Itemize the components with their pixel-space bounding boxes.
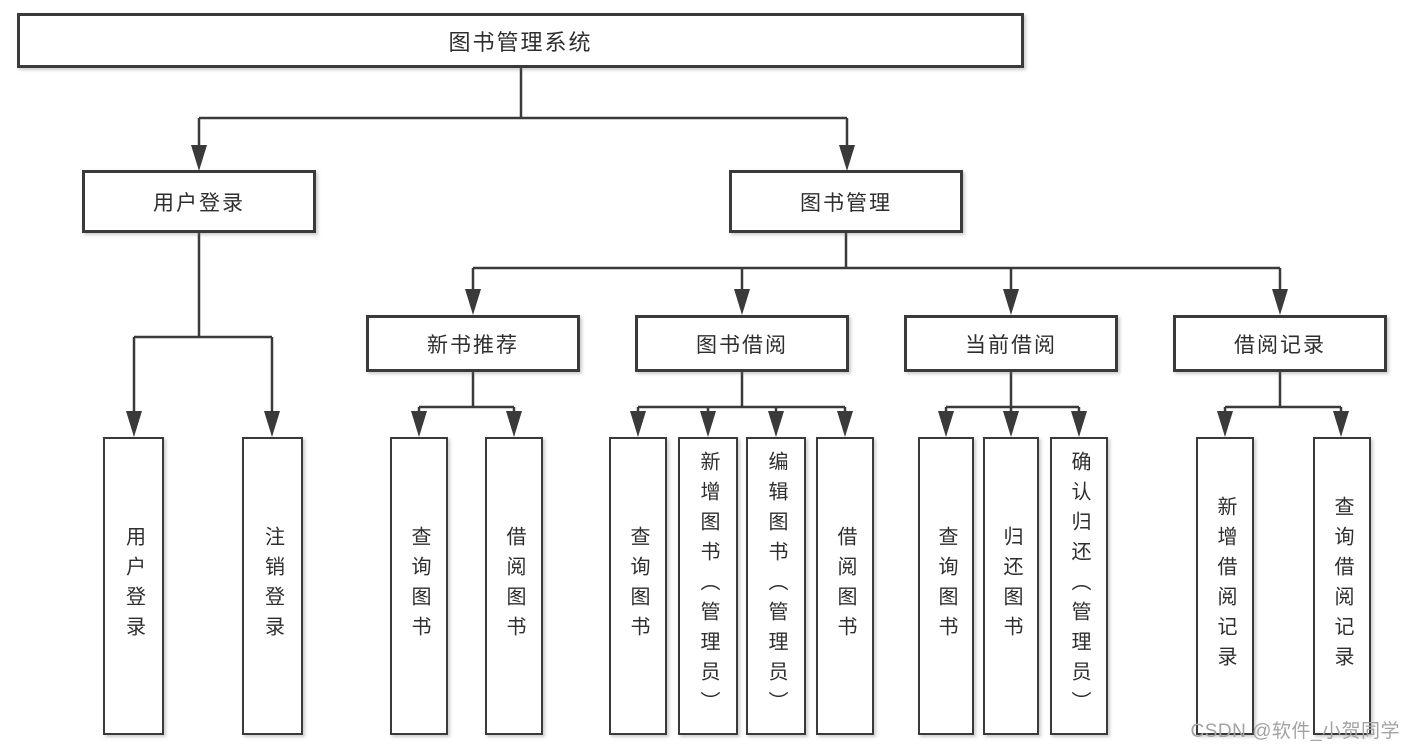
connector-book-borrow-to-leaves bbox=[636, 372, 847, 413]
connector-current-borrow-to-leaves bbox=[944, 372, 1081, 413]
arrowheads bbox=[126, 145, 1349, 437]
node-label: 查询图书 bbox=[935, 526, 957, 646]
node-leaf-logout: 注销登录 bbox=[242, 437, 303, 735]
node-current-borrowing: 当前借阅 bbox=[904, 315, 1118, 372]
connector-book-management-to-level3 bbox=[471, 233, 1282, 291]
arrowhead bbox=[938, 411, 954, 437]
node-label: 图书借阅 bbox=[696, 333, 788, 357]
node-label: 借阅图书 bbox=[503, 526, 525, 646]
connector-lines bbox=[132, 68, 1343, 413]
node-book-borrowing: 图书借阅 bbox=[635, 315, 849, 372]
arrowhead bbox=[465, 289, 481, 315]
connector-root-to-level2 bbox=[197, 68, 849, 147]
node-label: 图书管理 bbox=[800, 191, 892, 215]
arrowhead bbox=[630, 411, 646, 437]
arrowhead bbox=[1217, 411, 1233, 437]
node-label: 查询图书 bbox=[408, 526, 430, 646]
arrowhead bbox=[191, 145, 207, 171]
node-label: 图书管理系统 bbox=[448, 29, 593, 55]
node-label: 当前借阅 bbox=[965, 333, 1057, 357]
arrowhead bbox=[506, 411, 522, 437]
node-label: 用户登录 bbox=[153, 191, 245, 215]
node-leaf-query-books-borrow: 查询图书 bbox=[609, 437, 667, 735]
node-leaf-add-borrow-record: 新增借阅记录 bbox=[1196, 437, 1254, 735]
node-label: 新增图书（管理员） bbox=[697, 451, 719, 721]
node-leaf-borrow-books: 借阅图书 bbox=[816, 437, 874, 735]
connector-borrow-records-to-leaves bbox=[1223, 372, 1343, 413]
arrowhead bbox=[126, 411, 142, 437]
node-leaf-query-borrow-record: 查询借阅记录 bbox=[1313, 437, 1371, 735]
node-label: 用户登录 bbox=[122, 526, 145, 646]
arrowhead bbox=[700, 411, 716, 437]
node-label: 确认归还（管理员） bbox=[1068, 451, 1090, 721]
node-library-management-system: 图书管理系统 bbox=[17, 13, 1024, 68]
arrowhead bbox=[1071, 411, 1087, 437]
arrowhead bbox=[837, 411, 853, 437]
node-leaf-borrow-books-recommend: 借阅图书 bbox=[485, 437, 543, 735]
node-label: 注销登录 bbox=[261, 526, 284, 646]
node-label: 新增借阅记录 bbox=[1214, 496, 1236, 676]
node-book-management: 图书管理 bbox=[729, 170, 963, 233]
node-label: 查询借阅记录 bbox=[1331, 496, 1353, 676]
node-label: 编辑图书（管理员） bbox=[765, 451, 787, 721]
node-label: 查询图书 bbox=[627, 526, 649, 646]
arrowhead bbox=[1333, 411, 1349, 437]
arrowhead bbox=[1003, 289, 1019, 315]
connector-new-book-to-leaves bbox=[417, 372, 516, 413]
node-new-book-recommendation: 新书推荐 bbox=[366, 315, 580, 372]
node-label: 新书推荐 bbox=[427, 333, 519, 357]
node-leaf-edit-books-admin: 编辑图书（管理员） bbox=[746, 437, 806, 735]
node-leaf-user-login: 用户登录 bbox=[103, 437, 164, 735]
node-leaf-add-books-admin: 新增图书（管理员） bbox=[678, 437, 738, 735]
node-label: 借阅记录 bbox=[1234, 333, 1326, 357]
arrowhead bbox=[734, 289, 750, 315]
csdn-watermark: CSDN @软件_小贺同学 bbox=[1190, 721, 1400, 742]
arrowhead bbox=[768, 411, 784, 437]
arrowhead bbox=[264, 411, 280, 437]
arrowhead bbox=[411, 411, 427, 437]
arrowhead bbox=[1003, 411, 1019, 437]
node-leaf-confirm-return-admin: 确认归还（管理员） bbox=[1050, 437, 1108, 735]
node-label: 归还图书 bbox=[1000, 526, 1022, 646]
connector-user-login-to-leaves bbox=[132, 233, 274, 413]
node-user-login: 用户登录 bbox=[82, 170, 316, 233]
node-leaf-query-books-recommend: 查询图书 bbox=[390, 437, 448, 735]
arrowhead bbox=[839, 145, 855, 171]
node-borrowing-records: 借阅记录 bbox=[1173, 315, 1387, 372]
node-leaf-query-books-current: 查询图书 bbox=[918, 437, 974, 735]
node-leaf-return-books: 归还图书 bbox=[983, 437, 1039, 735]
arrowhead bbox=[1272, 289, 1288, 315]
node-label: 借阅图书 bbox=[834, 526, 856, 646]
